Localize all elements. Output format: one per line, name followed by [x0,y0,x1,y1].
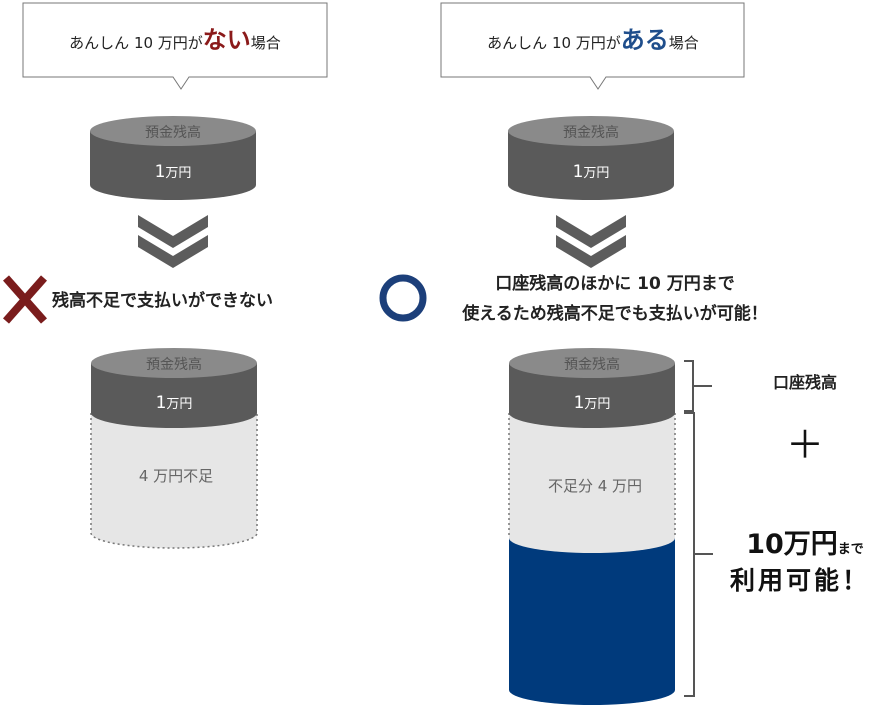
annotation-limit-line2: 利用可能！ [730,566,870,595]
left-down-chevron-icon [138,215,208,268]
right-bubble-text: あんしん 10 万円がある場合 [487,26,699,54]
right-bottom-cylinder-label: 預金残高 [564,356,620,373]
right-result-line2: 使えるため残高不足でも支払いが可能！ [461,303,768,324]
left-bottom-cylinder-value: 1万円 [156,393,193,413]
left-bubble-emphasis: ない [203,26,251,54]
left-top-cylinder-label: 預金残高 [145,124,201,141]
plus-icon: ＋ [786,423,824,467]
right-speech-bubble: あんしん 10 万円がある場合 [440,2,745,90]
right-result-line1: 口座残高のほかに 10 万円まで [495,273,735,294]
left-top-cylinder: 預金残高 1万円 [90,116,256,200]
right-bottom-cylinder: 預金残高 1万円 不足分 4 万円 [508,348,676,705]
left-top-cylinder-value: 1万円 [155,162,192,182]
right-shortfall-text: 不足分 4 万円 [548,477,642,495]
left-bottom-cylinder-label: 預金残高 [146,356,202,373]
right-bubble-emphasis: ある [621,26,669,54]
balance-bracket [684,360,712,412]
right-column: あんしん 10 万円がある場合 預金残高 1万円 口座残高のほかに 10 万円ま… [379,2,870,705]
left-column: あんしん 10 万円がない場合 預金残高 1万円 残高不足で支払いができない 預… [3,2,328,549]
left-bubble-text: あんしん 10 万円がない場合 [69,26,281,54]
annotation-balance: 口座残高 [773,373,837,392]
limit-bracket [684,412,713,697]
left-shortfall-text: 4 万円不足 [139,467,213,485]
right-bottom-cylinder-value: 1万円 [574,393,611,413]
right-top-cylinder-value: 1万円 [573,162,610,182]
left-speech-bubble: あんしん 10 万円がない場合 [22,2,328,90]
right-top-cylinder-label: 預金残高 [563,124,619,141]
right-down-chevron-icon [556,215,626,268]
left-bottom-cylinder: 預金残高 1万円 4 万円不足 [90,348,258,549]
circle-icon [379,274,427,322]
right-top-cylinder: 預金残高 1万円 [508,116,674,200]
annotation-limit-line1: 10万円まで [746,529,864,560]
cross-icon [3,275,47,324]
left-result-text: 残高不足で支払いができない [52,290,273,311]
